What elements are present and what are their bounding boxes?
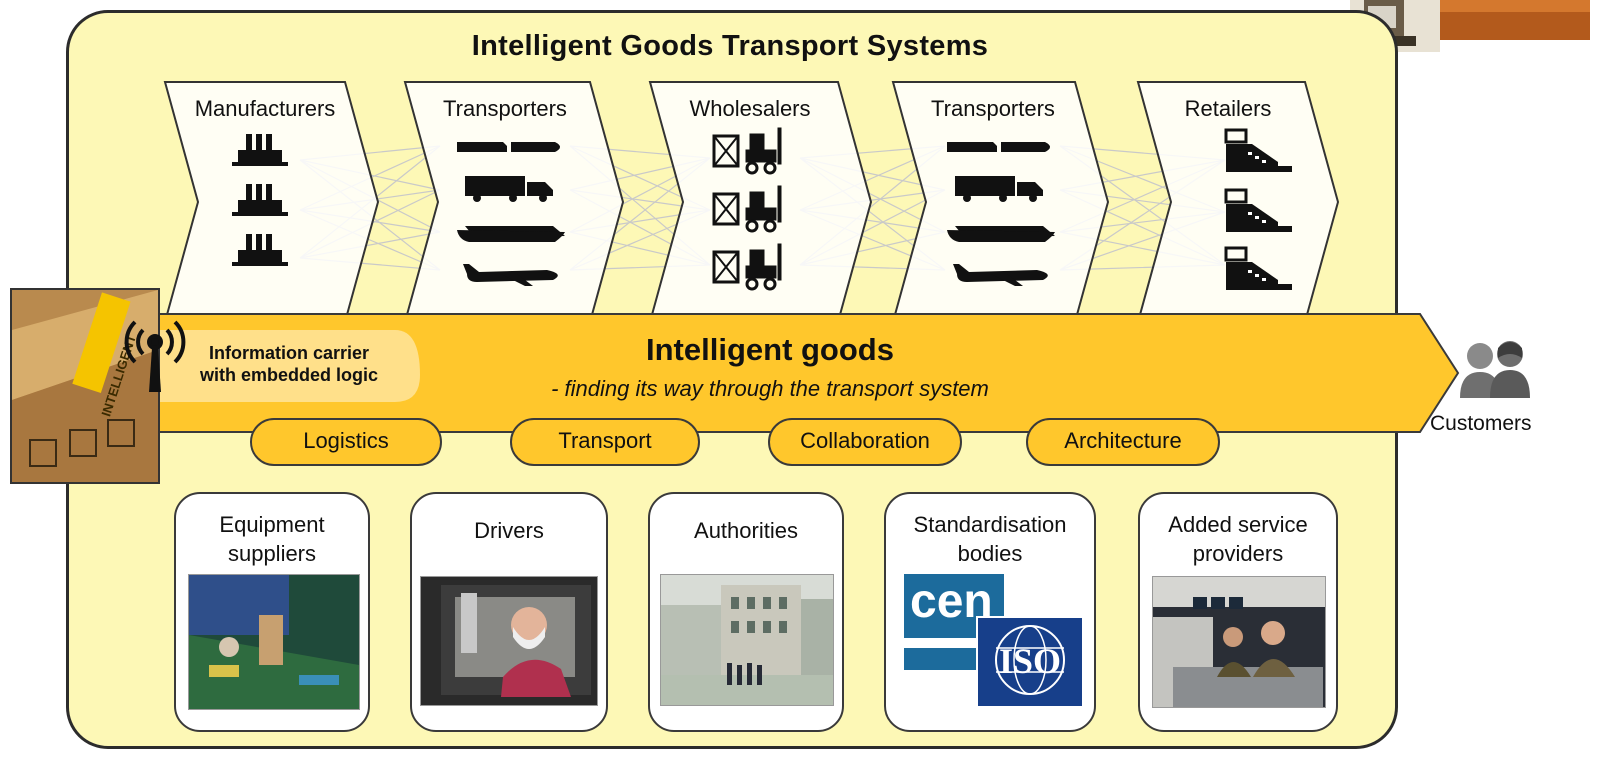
pill-collaboration: Collaboration	[768, 418, 962, 466]
card-label: Standardisation bodies	[913, 512, 1067, 566]
carrier-line-1: Information carrier	[208, 343, 370, 363]
stage-label-wholesalers: Wholesalers	[689, 96, 811, 121]
iso-logo: ISO	[976, 616, 1084, 708]
card-equipment-suppliers: Equipment suppliers	[174, 492, 370, 732]
card-authorities: Authorities	[648, 492, 844, 732]
truck-driver-photo	[420, 576, 598, 706]
warehouse-forklift-icon	[712, 127, 782, 291]
band-subtitle: - finding its way through the transport …	[551, 376, 989, 401]
card-added-service-providers: Added service providers	[1138, 492, 1338, 732]
customers-icon	[1460, 341, 1530, 398]
iso-logo-text: ISO	[998, 641, 1062, 681]
vehicles-icon	[947, 142, 1055, 286]
customers-label: Customers	[1430, 412, 1532, 435]
diagram-title: Intelligent Goods Transport Systems	[471, 30, 989, 62]
factory-icon	[232, 134, 288, 266]
information-carrier-label: Information carrier with embedded logic	[172, 342, 406, 386]
control-room-photo	[1152, 576, 1326, 708]
card-standardisation-bodies: Standardisation bodies cen ISO	[884, 492, 1096, 732]
carrier-line-2: with embedded logic	[199, 365, 378, 385]
vehicles-icon	[457, 142, 565, 286]
card-label: Added service providers	[1168, 512, 1308, 566]
stage-label-retailers: Retailers	[1184, 96, 1272, 121]
government-buildings-photo	[660, 574, 834, 706]
pill-architecture: Architecture	[1026, 418, 1220, 466]
band-title: Intelligent goods	[646, 332, 894, 367]
card-label: Equipment suppliers	[219, 512, 325, 566]
card-label: Authorities	[694, 518, 798, 543]
cash-register-icon	[1224, 128, 1292, 290]
pill-transport: Transport	[510, 418, 700, 466]
stage-label-manufacturers: Manufacturers	[194, 96, 336, 121]
card-label: Drivers	[474, 518, 544, 543]
antenna-icon	[124, 320, 186, 392]
card-drivers: Drivers	[410, 492, 608, 732]
stage-label-transporters-2: Transporters	[931, 96, 1055, 121]
corner-truck-image	[1342, 0, 1602, 60]
circuit-board-photo	[188, 574, 360, 710]
pill-logistics: Logistics	[250, 418, 442, 466]
stage-label-transporters-1: Transporters	[443, 96, 567, 121]
